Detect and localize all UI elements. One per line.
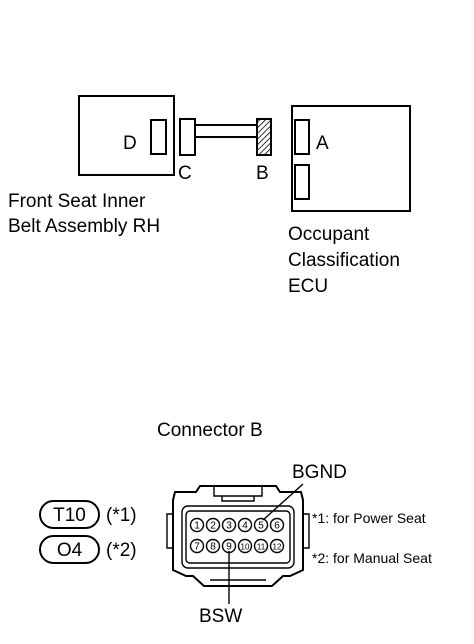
pin-label: 2 <box>210 521 216 532</box>
pin-row-bottom: 7 8 9 10 11 12 <box>189 538 285 554</box>
pin-label: 9 <box>226 542 232 553</box>
terminal-frame <box>185 510 291 564</box>
connector-b-face: 1 2 3 4 5 6 7 8 9 10 11 12 <box>166 485 310 587</box>
bgnd-leader-line <box>262 483 304 521</box>
pin-label: 5 <box>258 521 264 532</box>
callouts: BGND BSW <box>199 462 347 627</box>
connector-c <box>179 118 196 156</box>
connector-c-label: C <box>178 163 192 184</box>
occupant-classification-ecu: A Occupant Classification ECU <box>288 105 411 297</box>
connector-lock-top <box>213 486 263 497</box>
belt-assembly-name-line1: Front Seat Inner <box>8 191 146 212</box>
pin-12 <box>269 538 285 554</box>
harness-wire <box>194 124 258 138</box>
connector-a-label: A <box>316 133 329 154</box>
connector-d-socket <box>150 119 167 155</box>
pin-11 <box>253 538 269 554</box>
ecu-name-line1: Occupant <box>288 224 370 245</box>
terminal-cavity <box>181 505 295 569</box>
belt-assembly-name-line2: Belt Assembly RH <box>8 216 160 237</box>
connector-view-title: Connector B <box>157 420 263 441</box>
connector-left-tab <box>166 513 173 549</box>
connector-housing <box>172 485 304 587</box>
footnote-manual-seat: *2: for Manual Seat <box>312 550 432 566</box>
code-1-note: (*1) <box>106 505 137 526</box>
ecu-connector-a-socket <box>294 119 310 155</box>
ecu-second-socket <box>294 164 310 200</box>
pin-label: 12 <box>273 543 282 552</box>
pin-row-top: 1 2 3 4 5 6 <box>189 517 285 533</box>
code-2-text: O4 <box>57 540 83 561</box>
pin-label: 11 <box>257 543 266 552</box>
footnote-power-seat: *1: for Power Seat <box>312 510 426 526</box>
code-1-text: T10 <box>53 505 86 526</box>
pin-10 <box>237 538 253 554</box>
code-2-note: (*2) <box>106 540 137 561</box>
ecu-body <box>291 105 411 212</box>
sub-harness: C B <box>178 118 272 184</box>
pin-label: 8 <box>210 542 216 553</box>
connector-b-label: B <box>256 163 269 184</box>
pin-label: 7 <box>194 542 200 553</box>
connector-b-hatched <box>256 118 272 156</box>
code-1-oval <box>39 500 100 529</box>
connector-lock-inner <box>221 496 255 502</box>
pin-8 <box>205 538 221 554</box>
pin-label: 6 <box>274 521 280 532</box>
bsw-callout: BSW <box>199 606 242 627</box>
pin-label: 1 <box>194 521 200 532</box>
front-seat-inner-belt-assembly: D Front Seat Inner Belt Assembly RH <box>8 95 175 237</box>
pin-label: 3 <box>226 521 232 532</box>
pin-label: 10 <box>241 543 250 552</box>
ecu-name-line3: ECU <box>288 276 328 297</box>
connector-codes: T10 (*1) O4 (*2) <box>39 500 137 564</box>
pin-4 <box>237 517 253 533</box>
pin-label: 4 <box>242 521 248 532</box>
code-2-oval <box>39 535 100 564</box>
pin-2 <box>205 517 221 533</box>
pin-5 <box>253 517 269 533</box>
bgnd-callout: BGND <box>292 462 347 483</box>
ecu-name-line2: Classification <box>288 250 400 271</box>
connector-right-tab <box>303 513 310 549</box>
pin-6 <box>269 517 285 533</box>
connector-d-label: D <box>123 133 137 154</box>
pin-3 <box>221 517 237 533</box>
pin-1 <box>189 517 205 533</box>
pin-7 <box>189 538 205 554</box>
